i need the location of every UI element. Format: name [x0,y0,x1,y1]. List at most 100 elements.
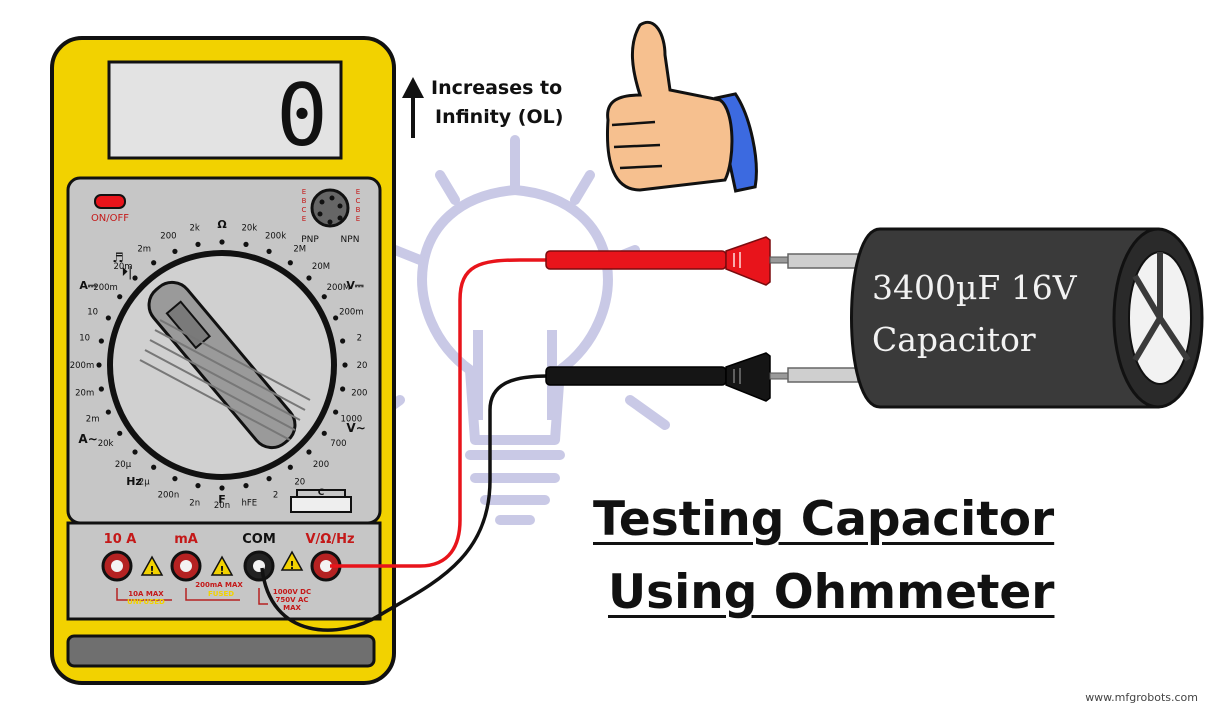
light-bulb-icon [360,135,670,525]
dial-tick [333,315,339,321]
dial-label: 200k [265,232,286,242]
port-com-label: COM [242,532,276,547]
func-v-ac: V∼ [346,421,365,435]
pin-label: C [356,197,361,205]
note-200ma-max: 200mA MAX [195,581,243,589]
lcd-display [107,60,343,160]
func-f: F [218,493,226,506]
dial-label: 10 [79,334,90,344]
dial-tick [195,483,201,489]
dial-tick [306,449,312,455]
socket-hole [329,195,335,201]
dial-tick [96,362,102,368]
svg-text:!: ! [219,564,224,577]
func-a-dc: A⎓ [79,279,97,292]
port-v-label: V/Ω/Hz [305,532,354,547]
jack-hole [180,560,192,572]
dial-tick [321,430,327,436]
dial-tick [98,338,104,344]
title-line1: Testing Capacitor [593,492,1055,547]
socket-hole [337,203,343,209]
red-wire [330,258,548,568]
func-c: C [318,488,325,498]
dial-tick [333,409,339,415]
dial-label: hFE [241,498,257,508]
note-10a-max: 10A MAX [128,590,164,598]
dial-label: 20µ [115,460,132,470]
pnp-label: PNP [301,235,319,245]
note-750v-ac: 750V AC [275,596,308,604]
socket-hole [319,199,325,205]
svg-text:!: ! [289,559,294,572]
dial-tick [306,275,312,281]
func-a-ac: A∼ [78,432,97,446]
dial-label: 10 [87,307,98,317]
dial-label: 20n [214,501,230,511]
dial-tick [172,476,178,482]
cap-socket [290,496,352,513]
dial-tick [340,338,346,344]
dial-tick [117,294,123,300]
power-button[interactable] [94,194,126,209]
note-1000v-dc: 1000V DC [273,588,311,596]
note-fused: FUSED [208,590,234,598]
dial-label: 2 [273,490,278,500]
capacitor-body [850,227,1160,409]
dial-tick [195,241,201,247]
dial-label: 200M [327,283,351,293]
dial-tick [105,409,111,415]
dial-label: 20M [312,262,330,272]
note-unfused: UNFUSED [127,598,165,606]
npn-label: NPN [341,235,360,245]
dial-label: 20 [294,477,305,487]
dial-label: 200m [93,283,118,293]
capacitor-vent-cross [1132,252,1191,362]
capacitor-lead [787,367,859,383]
dial-label: 2m [137,245,151,255]
socket-hole [327,219,333,225]
svg-text:!: ! [149,564,154,577]
warning-icon: ! [140,555,164,577]
dial-tick [219,485,225,491]
black-wire [260,374,549,632]
dial-tick [287,260,293,266]
dial-tick [243,483,249,489]
dial-label: 2 [357,334,362,344]
dial-label: 20m [113,262,132,272]
arrow-up-icon [402,77,424,138]
dial-tick [266,476,272,482]
dial-ticks [96,239,348,491]
dial-tick [342,362,348,368]
pin-label: B [302,197,307,205]
annotation-line1: Increases to [431,77,563,99]
dial-label: 2n [189,498,200,508]
diode-icon: ⏵| [122,265,133,280]
dial-label: 200 [313,460,329,470]
bottom-strip [66,634,376,668]
capacitor-lead [787,253,859,269]
music-note-icon: ♬ [112,251,124,266]
port-bracket-lines [116,588,268,605]
dial-label: 20k [241,224,257,234]
dial-label: 200 [160,232,176,242]
port-ma-label: mA [174,532,198,547]
pin-label: E [302,215,306,223]
dial-tick [340,386,346,392]
dial-tick [151,464,157,470]
jack-hole [320,560,332,572]
dial-tick [243,241,249,247]
dial-label: 2µ [139,477,150,487]
capacitor-label: Capacitor [872,320,1036,359]
dial-label: 2k [190,224,200,234]
knob-grip-lines [139,319,311,441]
func-v-dc: V⎓ [346,279,364,292]
dial-label: 20m [75,388,94,398]
dial-tick [266,248,272,254]
watermark: www.mfgrobots.com [1085,691,1198,704]
capacitor [787,227,1204,409]
dial-label: 700 [330,439,346,449]
warning-icon: ! [210,555,234,577]
